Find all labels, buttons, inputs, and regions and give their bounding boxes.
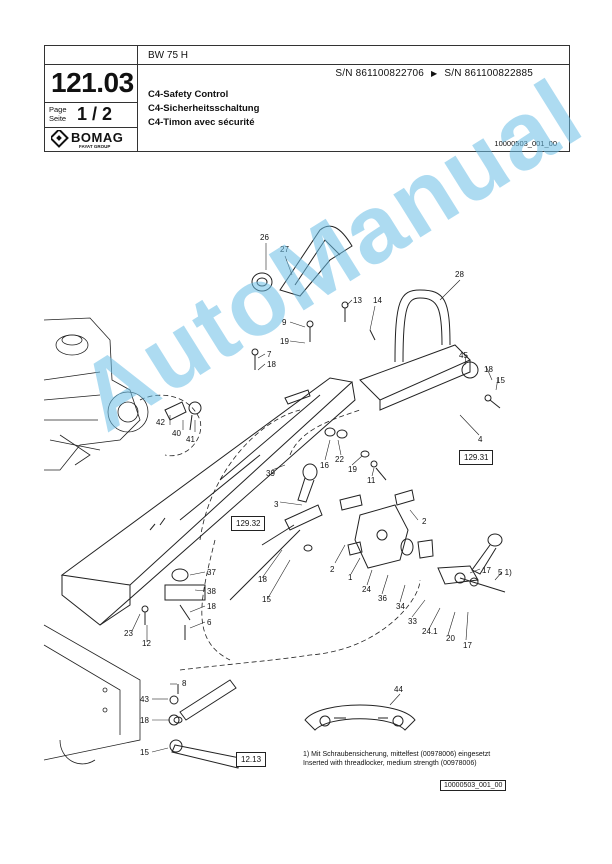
bolts [141,301,501,625]
callout: 20 [446,634,455,643]
bomag-logo: BOMAG FAYAT GROUP [49,130,133,150]
callout: 1 [348,573,353,582]
callout: 40 [172,429,181,438]
callout: 24.1 [422,627,438,636]
washers [173,427,370,724]
brand-sub: FAYAT GROUP [79,144,111,149]
page-number: 1 / 2 [77,104,113,124]
callout: 19 [348,465,357,474]
title-en: C4-Safety Control [148,89,229,100]
bracket [164,568,206,640]
callout: 16 [320,461,329,470]
footnote: 1) Mit Schraubensicherung, mittelfest (0… [303,750,490,768]
ref-box[interactable]: 129.31 [459,450,494,465]
callout: 15 [496,376,505,385]
drawbar [60,377,356,626]
page-titles: C4-Safety Control C4-Sicherheitsschaltun… [148,88,259,130]
callout: 18 [140,716,149,725]
arrow-icon: ▶ [431,69,438,78]
divider [137,46,138,151]
serial-from: S/N 861100822706 [335,68,425,79]
footnote-de: 1) Mit Schraubensicherung, mittelfest (0… [303,751,491,758]
callout: 12 [142,639,151,648]
callout: 23 [124,629,133,638]
handle-bale [359,289,479,411]
footnote-en: Inserted with threadlocker, medium stren… [303,760,477,767]
callout: 15 [140,748,149,757]
callout: 2 [330,565,335,574]
brand-name: BOMAG [71,130,124,145]
serial-to: S/N 861100822885 [444,68,533,79]
page-header: BW 75 H S/N 861100822706 ▶ S/N 861100822… [44,45,570,152]
callout: 6 [207,618,212,627]
callout: 44 [394,685,403,694]
engine-outline [43,317,149,471]
ref-box[interactable]: 12.13 [236,752,267,767]
callout: 18 [267,360,276,369]
callout: 24 [362,585,371,594]
callout: 18 [484,365,493,374]
callout-numbers: 26 27 28 13 14 9 19 7 18 45 18 15 42 40 … [124,233,512,757]
callout: 15 [262,595,271,604]
divider [45,64,137,65]
lever-small [229,463,323,601]
model-label: BW 75 H [148,50,189,61]
callout: 18 [258,575,267,584]
page-label-de: Seite [49,114,67,123]
bomag-logo-icon [51,130,69,148]
callout: 14 [373,296,382,305]
callout: 39 [266,469,275,478]
leader-lines [131,243,503,753]
cable-path [139,394,421,671]
callout: 17 [482,566,491,575]
page-label-en: Page [49,105,67,114]
doc-id: 10000503_001_00 [494,139,557,148]
callout: 18 [207,602,216,611]
lever-top [251,225,353,297]
callout: 42 [156,418,165,427]
callout: 5 1) [498,568,512,577]
title-fr: C4-Timon avec sécurité [148,117,255,128]
callout: 41 [186,435,195,444]
callout: 28 [455,270,464,279]
callout: 19 [280,337,289,346]
callout: 9 [282,318,287,327]
exploded-parts-drawing: 26 27 28 13 14 9 19 7 18 45 18 15 42 40 … [43,225,512,769]
divider [45,127,137,128]
callout: 7 [267,350,272,359]
callout: 45 [459,351,468,360]
page-label: Page Seite [49,105,67,123]
callout: 34 [396,602,405,611]
callout: 2 [422,517,427,526]
callout: 3 [274,500,279,509]
callout: 22 [335,455,344,464]
callout: 13 [353,296,362,305]
title-de: C4-Sicherheitsschaltung [148,103,260,114]
frame-bottom [43,624,141,765]
callout: 36 [378,594,387,603]
callout: 38 [207,587,216,596]
symbol-plate-44 [304,704,416,731]
callout: 43 [140,695,149,704]
callout: 4 [478,435,483,444]
divider [45,102,137,103]
lever-right [437,533,506,593]
page-code: 121.03 [51,67,134,98]
callout: 17 [463,641,472,650]
cable-end [168,679,241,769]
pin-assembly [164,401,202,431]
callout: 33 [408,617,417,626]
callout: 37 [207,568,216,577]
callout: 27 [280,245,289,254]
callout: 11 [367,476,376,485]
callout: 8 [182,679,187,688]
valve-assembly [339,489,434,569]
ref-box[interactable]: 129.32 [231,516,266,531]
divider [137,64,569,65]
serial-range: S/N 861100822706 ▶ S/N 861100822885 [335,68,533,79]
footer-doc-id: 10000503_001_00 [440,780,507,791]
callout: 26 [260,233,269,242]
